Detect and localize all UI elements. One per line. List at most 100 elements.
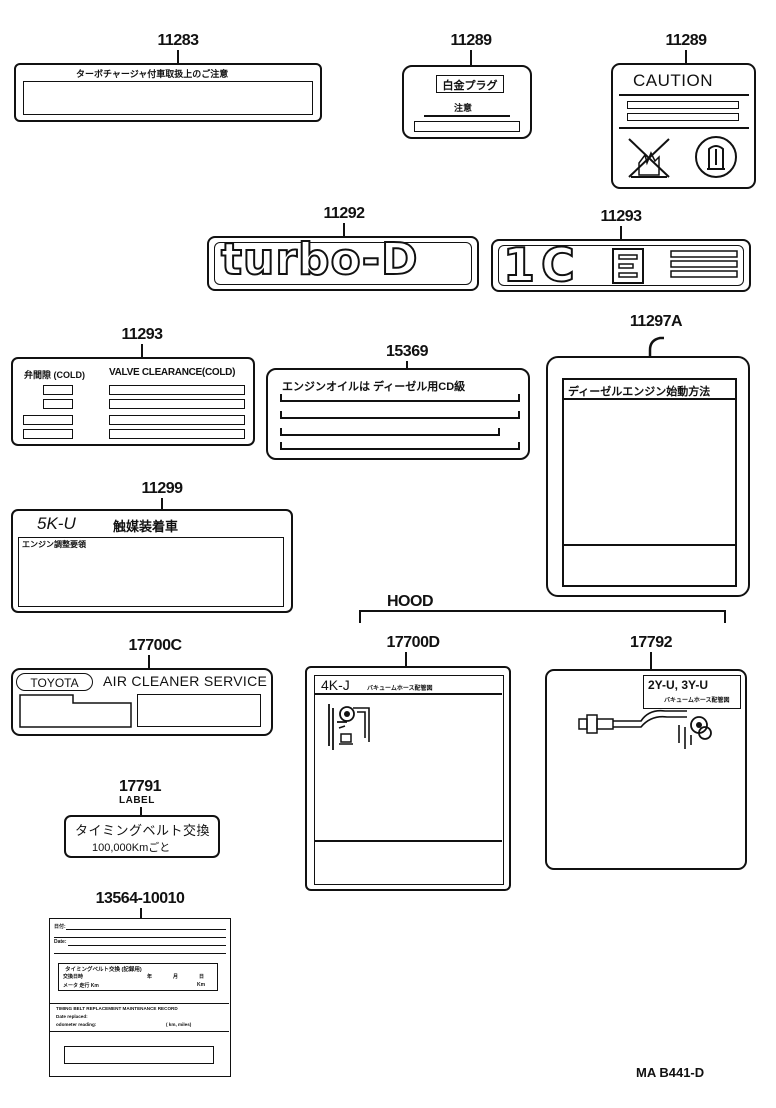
oil-tick: [280, 428, 282, 435]
hood-bracket-end: [359, 610, 361, 623]
part-number-11297A: 11297A: [629, 313, 683, 330]
part-number-11299: 11299: [141, 480, 183, 497]
valve-row-box: [109, 399, 245, 409]
label-17700C: TOYOTA AIR CLEANER SERVICE: [11, 668, 273, 736]
leader-line: [685, 50, 687, 64]
caution-title: CAUTION: [633, 71, 713, 90]
oil-line: [280, 448, 520, 450]
oil-tick: [518, 394, 520, 401]
timing-belt-line1: タイミングベルト交換: [75, 823, 211, 838]
manual-read-icon: [695, 136, 737, 178]
part-number-11293-valve: 11293: [121, 326, 163, 343]
start-procedure-rule: [564, 398, 735, 400]
part-number-11283: 11283: [157, 32, 199, 49]
leader-line: [405, 652, 407, 667]
oil-tick: [518, 411, 520, 418]
leader-line: [148, 655, 150, 669]
label-17700D: 4K-J バキュームホース配管図: [305, 666, 511, 891]
toyota-badge: TOYOTA: [16, 673, 93, 691]
record-jp-col-label: 交換日時: [63, 974, 84, 980]
record-row-line: [66, 929, 226, 930]
emblem-turbo-d: turbo-D: [207, 233, 479, 291]
oil-tick: [498, 428, 500, 435]
record-jp-col-year: 年: [147, 974, 153, 980]
oil-line: [280, 434, 500, 436]
label-11299: 5K-U 触媒装着車 エンジン調整要領: [11, 509, 293, 613]
start-procedure-panel: ディーゼルエンジン始動方法: [562, 378, 737, 587]
label-caption: LABEL: [119, 795, 155, 806]
oil-heading: エンジンオイルは ディーゼル用CD級: [282, 381, 466, 393]
record-row-2: Date:: [54, 939, 67, 945]
vacuum-panel-4kj: 4K-J バキュームホース配管図: [314, 675, 504, 885]
vacuum-subtitle-4kj: バキュームホース配管図: [367, 686, 433, 692]
record-en-title: TIMING BELT REPLACEMENT MAINTENANCE RECO…: [56, 1006, 178, 1011]
air-cleaner-left-box: [19, 694, 132, 728]
plug-text-line: [424, 115, 510, 117]
record-row-line: [68, 945, 226, 946]
leader-line: [406, 361, 408, 371]
stripes-icon: [670, 250, 738, 278]
plug-title: 白金プラグ: [442, 80, 498, 92]
record-jp-meter-unit: Km: [197, 982, 206, 988]
part-number-13564-10010: 13564-10010: [95, 890, 185, 907]
leader-line: [343, 223, 345, 237]
record-en-date: Date replaced:: [56, 1014, 88, 1019]
label-11283: ターボチャージャ付車取扱上のご注意: [14, 63, 322, 122]
caution-rule: [619, 94, 749, 96]
part-number-17700C: 17700C: [128, 637, 182, 654]
hood-bracket-end: [724, 610, 726, 623]
oil-line: [280, 400, 520, 402]
leader-line: [620, 226, 622, 240]
oil-tick: [280, 442, 282, 449]
caution-line-box: [627, 101, 739, 109]
record-jp-meter: メータ 走行 Km: [63, 983, 99, 989]
record-bottom-box: [64, 1046, 214, 1064]
part-number-17792: 17792: [630, 634, 673, 651]
record-jp-table: タイミングベルト交換 (記録用) 交換日時 年 月 日 メータ 走行 Km Km: [58, 963, 218, 991]
oil-line: [280, 417, 520, 419]
vacuum-title-box-2y3y: 2Y-U, 3Y-U バキュームホース配管図: [643, 675, 741, 709]
valve-small-box: [43, 385, 73, 395]
record-row-line: [54, 937, 226, 938]
record-jp-col-month: 月: [173, 974, 179, 980]
timing-belt-line2: 100,000Kmごと: [92, 842, 171, 854]
label-13564-10010: 日付: Date: タイミングベルト交換 (記録用) 交換日時 年 月 日 メー…: [49, 918, 231, 1077]
caution-rule: [619, 127, 749, 129]
start-procedure-rule: [564, 544, 735, 546]
part-number-11289-a: 11289: [450, 32, 492, 49]
record-row-line: [54, 953, 226, 954]
part-number-11293-emblem: 11293: [600, 208, 642, 225]
record-divider: [50, 1003, 229, 1004]
oil-tick: [518, 442, 520, 449]
hood-label: HOOD: [387, 593, 434, 610]
caution-line-box: [627, 113, 739, 121]
vacuum-subtitle-2y3y: バキュームホース配管図: [664, 698, 730, 704]
catalyst-title: 触媒装着車: [113, 519, 179, 534]
plug-note: 注意: [454, 103, 473, 113]
plug-bottom-box: [414, 121, 520, 132]
valve-row-box: [109, 415, 245, 425]
emblem-1c-text: 1C: [502, 237, 581, 293]
vacuum-diagram-icon: [328, 704, 370, 750]
label-17792: 2Y-U, 3Y-U バキュームホース配管図: [545, 669, 747, 870]
catalyst-subheading: エンジン調整要領: [22, 540, 86, 549]
label-11289-caution: CAUTION: [611, 63, 756, 189]
valve-row-box: [109, 429, 245, 439]
label-17791: タイミングベルト交換 100,000Kmごと: [64, 815, 220, 858]
air-cleaner-title: AIR CLEANER SERVICE: [103, 673, 268, 689]
valve-wide-box: [23, 429, 73, 439]
e-glyph-icon: [612, 248, 644, 284]
plug-title-box: 白金プラグ: [436, 75, 504, 93]
label-blank-area: [23, 81, 313, 115]
oil-tick: [280, 394, 282, 401]
label-valve-clearance: 弁間隙 (COLD) VALVE CLEARANCE(COLD): [11, 357, 255, 446]
vacuum-model-2y3y: 2Y-U, 3Y-U: [648, 678, 709, 692]
emblem-inner-frame: [214, 242, 472, 285]
vacuum-diagram-icon: [578, 709, 712, 749]
air-cleaner-right-box: [137, 694, 261, 727]
emblem-inner-frame: [498, 245, 744, 286]
valve-small-box: [43, 399, 73, 409]
leader-line: [161, 498, 163, 510]
leader-line: [140, 908, 142, 919]
leader-line: [470, 50, 472, 66]
